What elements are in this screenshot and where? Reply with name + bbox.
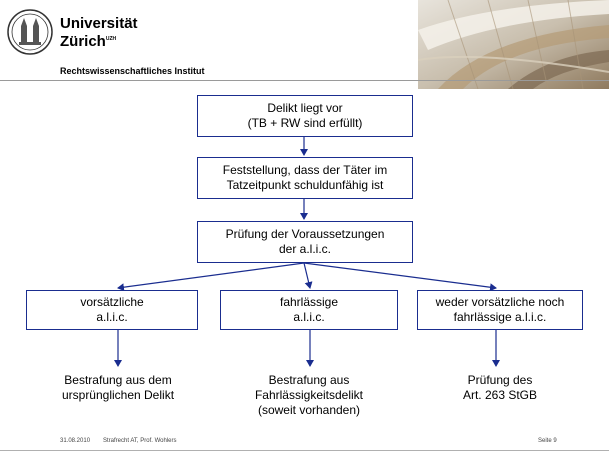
node-vorsaetzliche-alic: vorsätzliche a.l.i.c.: [26, 290, 198, 330]
header-architecture-photo: [418, 0, 609, 89]
header-divider: [56, 80, 609, 81]
edge-pruefung-vorsaetzlich: [117, 262, 305, 292]
outcome-bestrafung-fahrlaessigkeitsdelikt: Bestrafung aus Fahrlässigkeitsdelikt (so…: [254, 373, 364, 417]
edge-pruefung-weder: [303, 262, 497, 292]
university-city: ZürichUZH: [60, 31, 116, 50]
university-seal-logo: [6, 8, 54, 56]
outcome-bestrafung-urspruengliches-delikt: Bestrafung aus dem ursprünglichen Delikt: [61, 373, 175, 402]
university-suffix: UZH: [105, 36, 117, 42]
edge-pruefung-fahrlaessig: [303, 262, 313, 289]
institute-name: Rechtswissenschaftliches Institut: [60, 66, 205, 76]
header-divider-left: [0, 80, 56, 81]
node-feststellung-schuldunfaehig: Feststellung, dass der Täter im Tatzeitp…: [197, 157, 413, 199]
outcome-pruefung-art-263: Prüfung des Art. 263 StGB: [462, 373, 538, 402]
footer-course: Strafrecht AT, Prof. Wohlers: [103, 438, 177, 444]
footer-date: 31.08.2010: [60, 438, 91, 444]
node-pruefung-voraussetzungen: Prüfung der Voraussetzungen der a.l.i.c.: [197, 221, 413, 263]
node-fahrlaessige-alic: fahrlässige a.l.i.c.: [220, 290, 398, 330]
node-weder-noch-alic: weder vorsätzliche noch fahrlässige a.l.…: [417, 290, 583, 330]
university-city-text: Zürich: [60, 33, 106, 50]
footer-page-number: Seite 9: [538, 438, 557, 444]
university-name: Universität: [60, 15, 138, 32]
node-delikt-liegt-vor: Delikt liegt vor (TB + RW sind erfüllt): [197, 95, 413, 137]
footer-divider: [0, 450, 609, 451]
